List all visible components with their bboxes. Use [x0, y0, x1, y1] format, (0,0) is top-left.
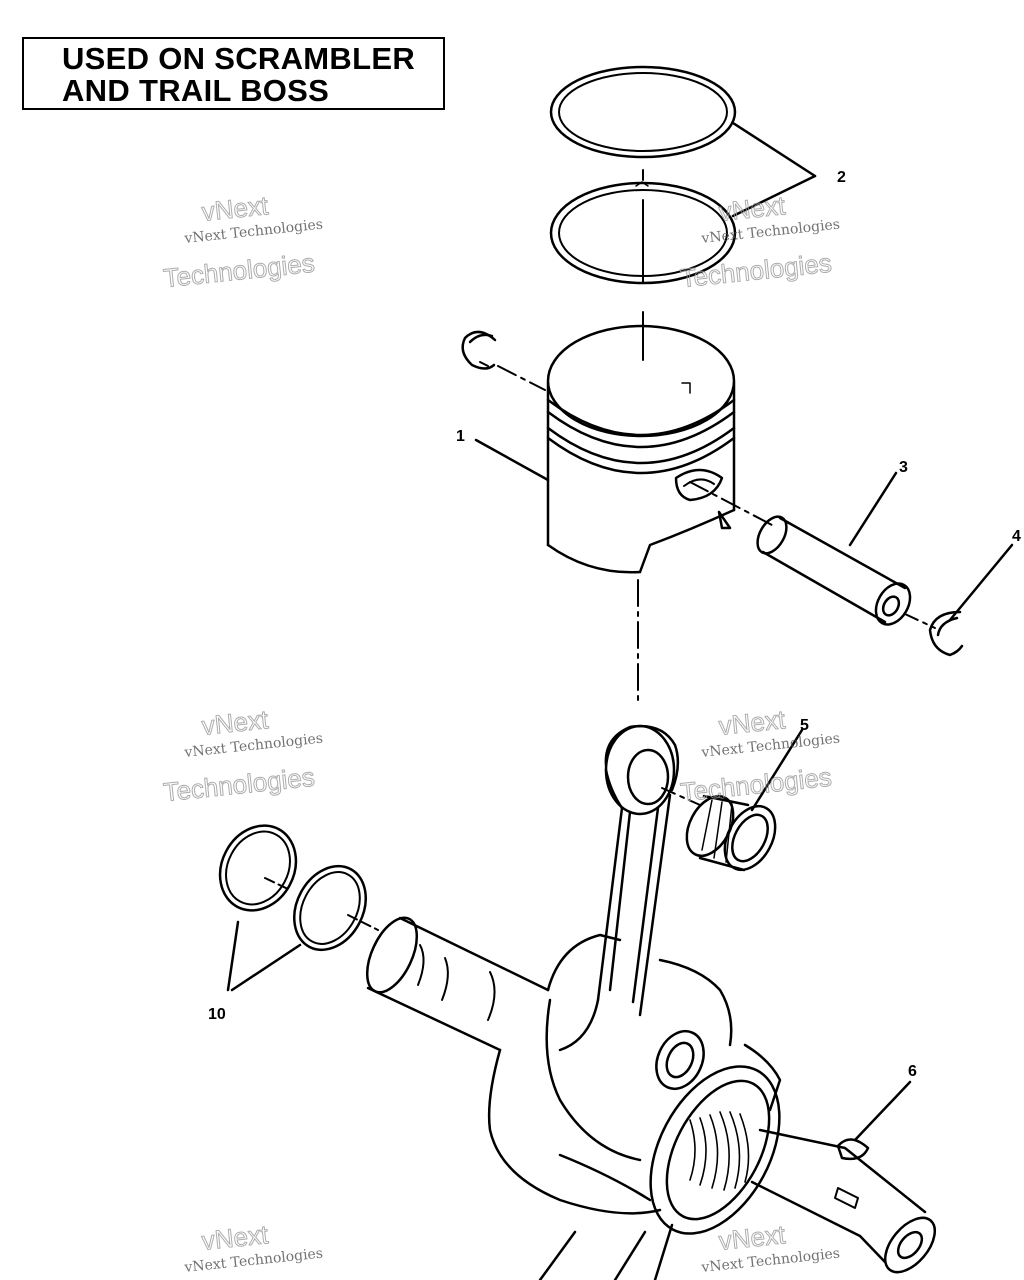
circlip-left [461, 330, 546, 391]
watermark-top: vNext [717, 704, 787, 741]
callout-6: 6 [908, 1063, 917, 1080]
callout-1: 1 [456, 428, 465, 445]
watermark-top: vNext [717, 190, 787, 227]
watermark-bottom: Technologies [679, 248, 833, 294]
needle-bearing [661, 787, 777, 872]
crankshaft-seals [218, 824, 379, 952]
watermark-top: vNext [717, 1219, 787, 1256]
watermark-top: vNext [200, 704, 270, 741]
callout-5: 5 [800, 717, 809, 734]
leader-lines [226, 121, 1014, 1142]
watermark-top: vNext [200, 190, 270, 227]
piston [546, 324, 736, 574]
callout-10: 10 [208, 1006, 226, 1023]
callout-2: 2 [837, 169, 846, 186]
callout-3: 3 [899, 459, 908, 476]
title-box: USED ON SCRAMBLER AND TRAIL BOSS [22, 37, 445, 110]
watermark-bottom: Technologies [162, 762, 316, 808]
crankshaft [365, 916, 937, 1280]
callout-4: 4 [1012, 528, 1021, 545]
watermark-top: vNext [200, 1219, 270, 1256]
woodruff-key [836, 1138, 870, 1161]
watermark-bottom: Technologies [679, 762, 833, 808]
connecting-rod [558, 724, 680, 1052]
piston-pin [689, 481, 936, 629]
title-line-2: AND TRAIL BOSS [62, 73, 330, 108]
watermark-bottom: Technologies [162, 248, 316, 294]
circlip-right [928, 610, 964, 657]
watermarks: vNext vNext Technologies Technologies vN… [162, 190, 841, 1276]
title-line-1: USED ON SCRAMBLER [62, 41, 416, 76]
